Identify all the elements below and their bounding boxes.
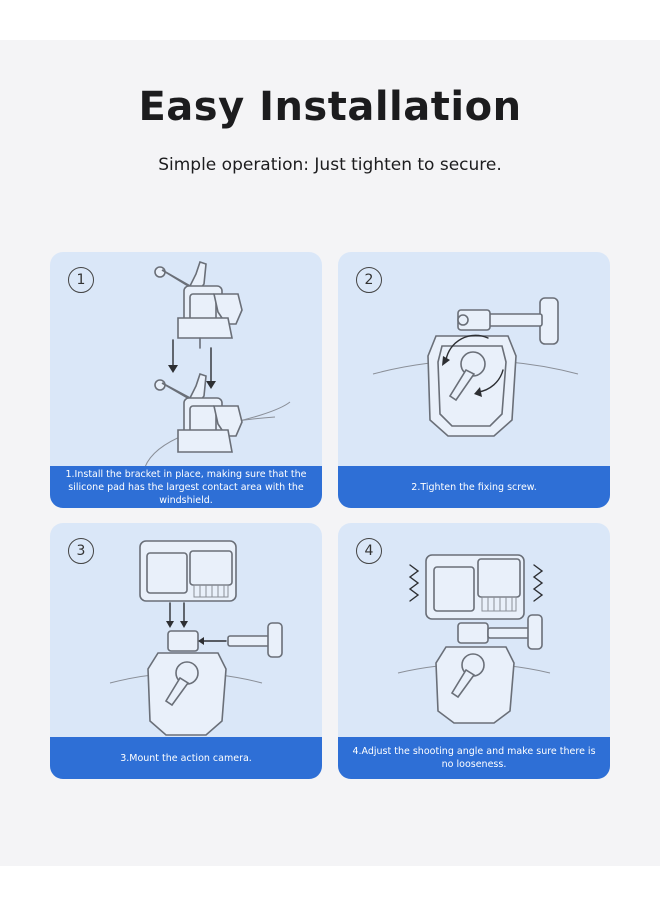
step-card-2: 2 2.Tighten the fixing screw. <box>338 252 610 508</box>
step-card-3: 3 3.Mount the action camera. <box>50 523 322 779</box>
step-number-2: 2 <box>356 267 382 293</box>
step-number-3: 3 <box>68 538 94 564</box>
page-subtitle: Simple operation: Just tighten to secure… <box>158 155 502 175</box>
step-1-illustration <box>144 260 291 467</box>
step-number-1: 1 <box>68 267 94 293</box>
step-card-1: 1 1.Install the bracket in place, making… <box>50 252 322 508</box>
page-title: Easy Installation <box>138 84 522 130</box>
step-caption-4: 4.Adjust the shooting angle and make sur… <box>338 737 610 779</box>
step-card-4: 4 4.Adjust the shooting angle and make s… <box>338 523 610 779</box>
step-4-illustration <box>397 554 551 724</box>
step-caption-3: 3.Mount the action camera. <box>50 737 322 779</box>
step-caption-1: 1.Install the bracket in place, making s… <box>50 466 322 508</box>
down-arrows <box>168 339 216 389</box>
step-3-illustration <box>109 540 283 736</box>
step-caption-2: 2.Tighten the fixing screw. <box>338 466 610 508</box>
step-2-illustration <box>372 297 579 437</box>
step-number-4: 4 <box>356 538 382 564</box>
